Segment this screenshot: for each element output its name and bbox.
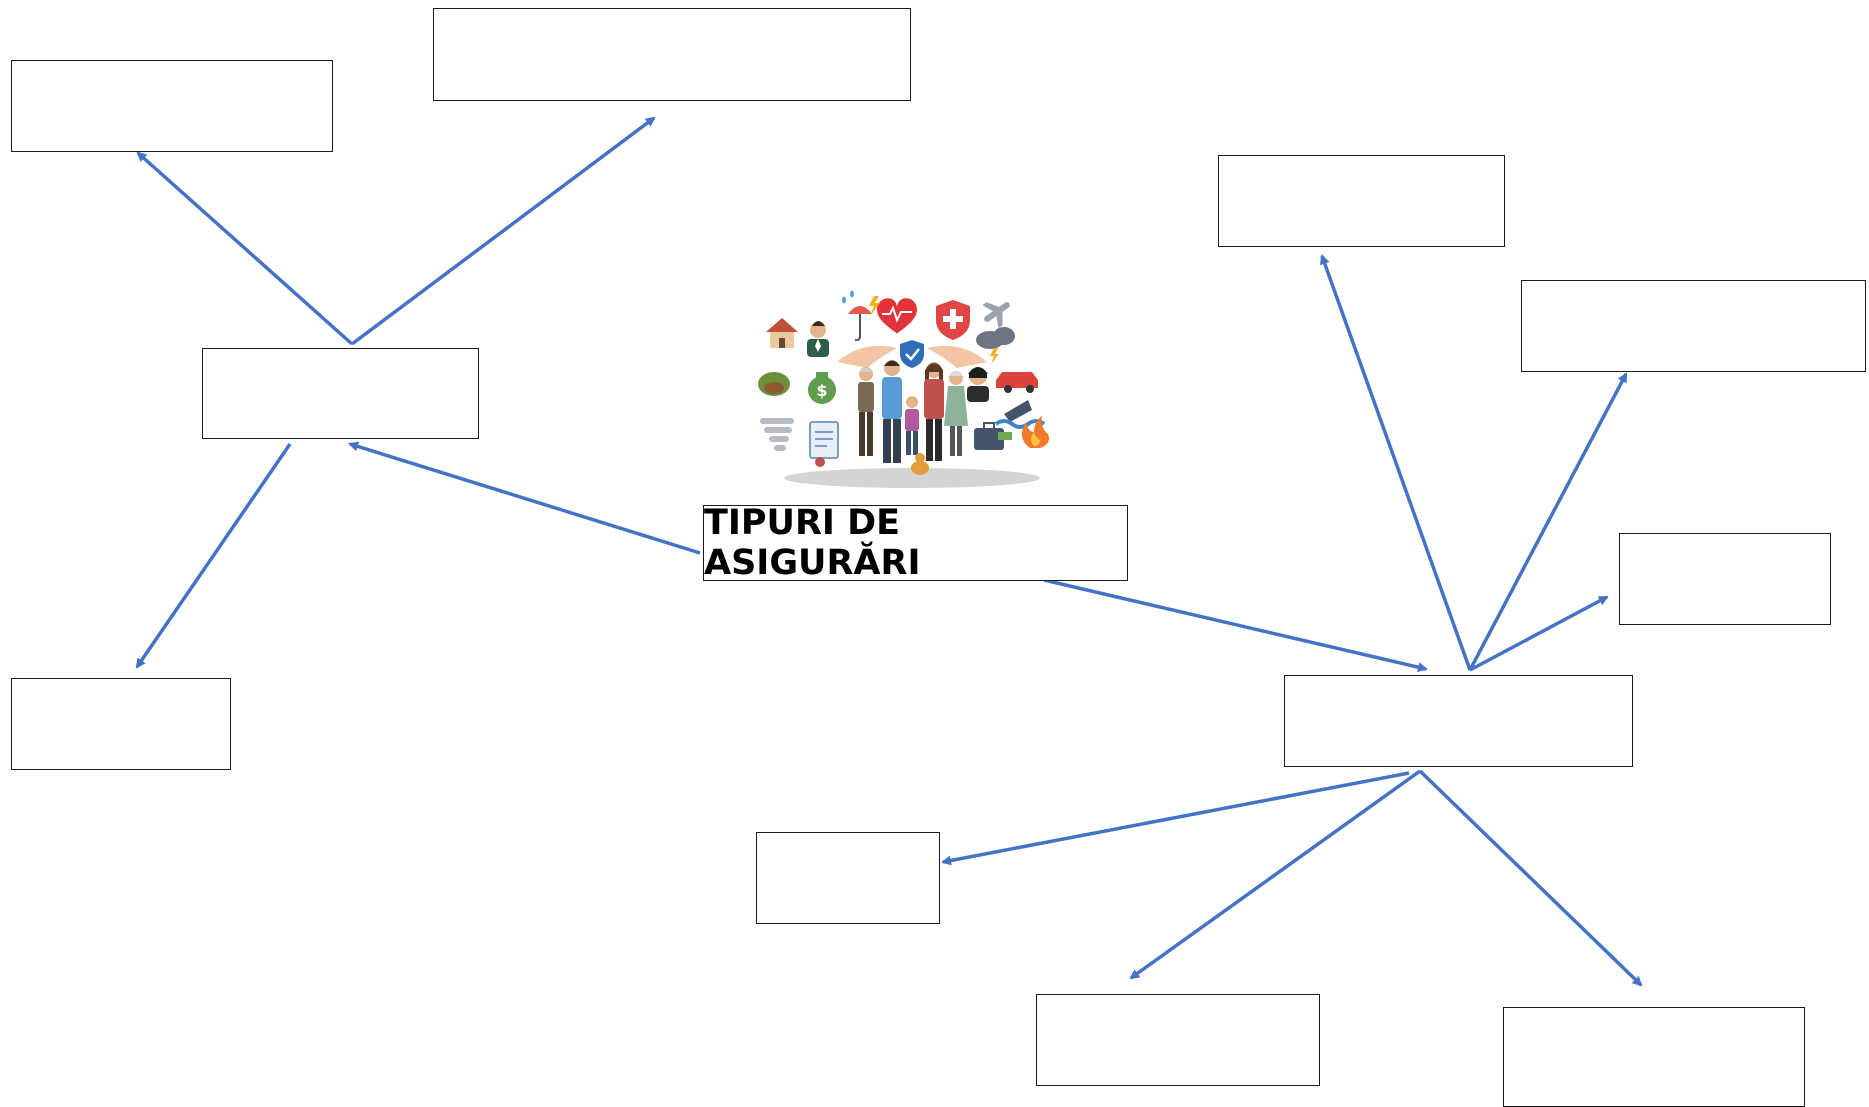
left-top-b-box <box>433 8 911 101</box>
protective-hands-icon <box>837 340 987 368</box>
arrow-right-main-to-right-top-b <box>1468 372 1628 671</box>
briefcase-icon <box>974 422 1012 450</box>
left-main-box <box>202 348 479 439</box>
arrow-left-main-to-left-top-a <box>136 151 354 346</box>
house-icon <box>766 318 798 348</box>
ground-shadow-icon <box>784 468 1040 488</box>
right-top-a-box <box>1218 155 1505 247</box>
right-main-box <box>1284 675 1633 767</box>
arrow-title-to-left-main <box>348 441 701 555</box>
insurance-family-icon: $ <box>758 290 1049 488</box>
money-bag-icon: $ <box>808 372 836 404</box>
thief-icon <box>967 367 989 402</box>
left-top-a-box <box>11 60 333 152</box>
right-left-box <box>756 832 940 924</box>
tornado-icon <box>760 418 794 451</box>
fire-icon <box>1021 416 1049 448</box>
umbrella-icon <box>848 306 872 342</box>
car-accident-icon <box>996 372 1038 393</box>
heart-icon <box>877 298 917 334</box>
arrow-right-main-to-right-top-a <box>1319 254 1472 671</box>
storm-cloud-icon <box>976 327 1015 364</box>
medical-shield-icon <box>936 300 970 340</box>
arrow-right-main-to-right-bottom-b <box>1418 769 1643 987</box>
arrow-left-main-to-left-bottom <box>135 443 292 669</box>
arrow-right-main-to-right-left <box>941 771 1410 866</box>
title-box: TIPURI DE ASIGURĂRI <box>703 503 1128 583</box>
right-top-b-box <box>1521 280 1866 372</box>
arrow-right-main-to-right-bottom-a <box>1129 769 1422 980</box>
right-bottom-b-box <box>1503 1007 1805 1107</box>
airplane-icon <box>982 302 1010 329</box>
svg-text:$: $ <box>816 381 827 400</box>
document-icon <box>809 421 839 467</box>
family-icon <box>858 360 968 475</box>
arrow-title-to-right-main <box>1043 578 1428 673</box>
landslide-icon <box>758 372 790 396</box>
right-bottom-a-box <box>1036 994 1320 1086</box>
right-mid-box <box>1619 533 1831 625</box>
arrow-left-main-to-left-top-b <box>350 116 656 346</box>
agent-person-icon <box>807 321 829 357</box>
rain-icon <box>842 290 854 304</box>
arrow-right-main-to-right-mid <box>1469 595 1609 672</box>
lightning-icon <box>869 296 880 316</box>
flood-icon <box>994 400 1046 429</box>
left-bottom-box <box>11 678 231 770</box>
page-title: TIPURI DE ASIGURĂRI <box>704 503 921 583</box>
